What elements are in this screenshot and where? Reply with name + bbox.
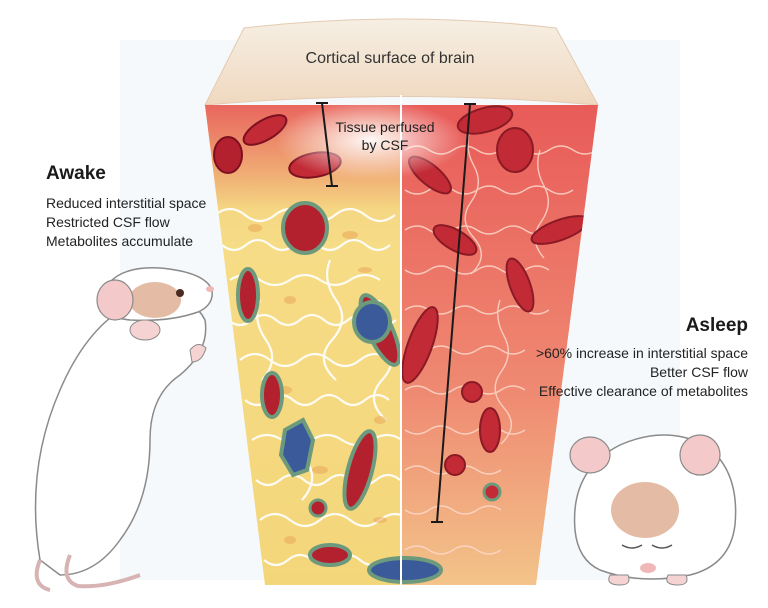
vessel: [213, 136, 243, 174]
tissue-perfused-line-1: Tissue perfused: [335, 119, 435, 135]
vessel: [236, 267, 260, 323]
vessel-vein: [367, 556, 443, 584]
vessel: [461, 381, 483, 403]
awake-mouse-illustration: [34, 267, 214, 592]
vessel: [308, 543, 352, 567]
asleep-effect-item: Effective clearance of metabolites: [538, 383, 748, 399]
perfusion-depth-asleep: [431, 103, 476, 523]
vessel: [482, 482, 502, 502]
perfusion-depth-awake: [316, 102, 338, 187]
asleep-effect-item: Better CSF flow: [649, 364, 748, 380]
vessel: [281, 201, 329, 255]
vessel: [496, 127, 534, 173]
awake-effect-item: Reduced interstitial space: [46, 195, 207, 211]
vessel: [401, 306, 439, 384]
tissue-perfused-line-2: by CSF: [361, 137, 409, 153]
tissue-wedge: [205, 105, 598, 585]
vessel: [342, 429, 378, 511]
asleep-mouse-illustration: [569, 434, 737, 586]
awake-effect-item: Metabolites accumulate: [46, 233, 194, 249]
awake-effects-list: Reduced interstitial space Restricted CS…: [46, 194, 206, 251]
asleep-title: Asleep: [685, 315, 748, 336]
cortical-surface-label: Cortical surface of brain: [305, 50, 475, 67]
tissue-perfused-label: Tissue perfused by CSF: [326, 118, 444, 154]
asleep-effects-list: >60% increase in interstitial space Bett…: [536, 344, 748, 401]
vessel-vein: [278, 417, 316, 478]
vessel: [260, 371, 284, 419]
awake-title: Awake: [46, 163, 106, 184]
vessel: [242, 114, 288, 146]
vessel: [479, 407, 501, 453]
vessel: [505, 257, 535, 313]
asleep-vessels: [401, 105, 590, 502]
csf-perfusion-glow: [275, 105, 465, 180]
vessel: [308, 498, 328, 518]
awake-effect-item: Restricted CSF flow: [46, 214, 170, 230]
vessel: [444, 454, 466, 476]
awake-vessels: [213, 114, 443, 584]
asleep-effect-item: >60% increase in interstitial space: [535, 345, 748, 361]
vessel-vein: [352, 300, 392, 344]
